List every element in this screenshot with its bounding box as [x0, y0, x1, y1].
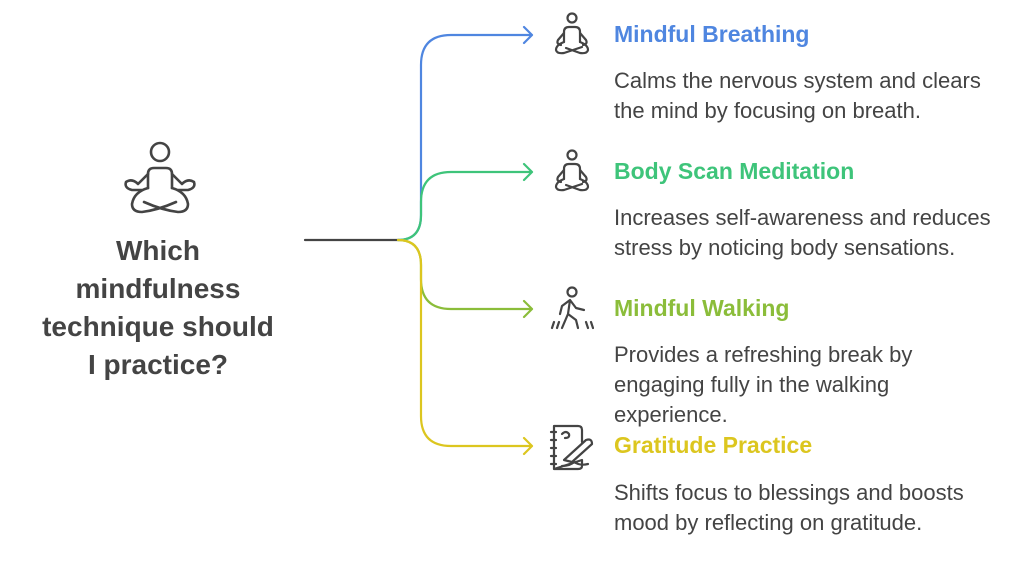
option-title-body-scan: Body Scan Meditation — [614, 158, 855, 184]
option-description: Provides a refreshing break by engaging … — [614, 342, 913, 427]
central-question: Which mindfulness technique should I pra… — [18, 232, 298, 384]
branch-body-scan — [396, 162, 534, 242]
branch-gratitude — [396, 238, 534, 456]
option-description: Shifts focus to blessings and boosts moo… — [614, 480, 964, 535]
journal-pen-icon — [549, 424, 594, 471]
meditation-icon — [124, 141, 196, 214]
option-description: Calms the nervous system and clears the … — [614, 68, 981, 123]
question-line: I practice? — [87, 349, 229, 380]
option-description: Increases self-awareness and reduces str… — [614, 205, 991, 260]
meditation-icon — [554, 12, 590, 55]
meditation-icon — [554, 149, 590, 192]
branch-mindful-breathing — [396, 25, 534, 242]
option-title-mindful-breathing: Mindful Breathing — [614, 21, 810, 47]
question-line: mindfulness — [75, 273, 241, 304]
question-line: technique should — [42, 311, 274, 342]
option-title-gratitude: Gratitude Practice — [614, 432, 813, 458]
walking-icon — [550, 286, 594, 330]
option-title-mindful-walking: Mindful Walking — [614, 295, 790, 321]
question-line: Which — [116, 235, 200, 266]
